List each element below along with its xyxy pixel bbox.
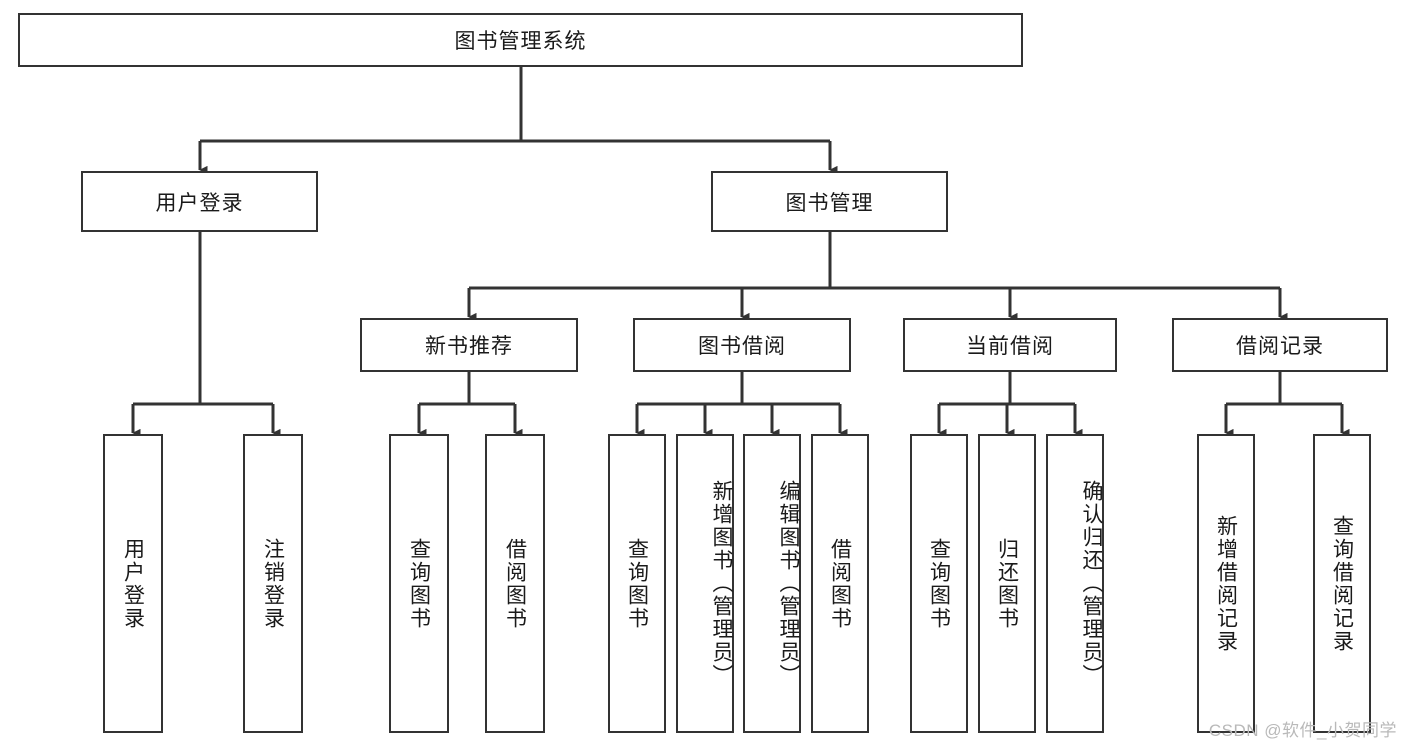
- node-leaf-query-book-1[interactable]: 查询图书: [389, 434, 449, 733]
- node-label: 查询图书: [625, 537, 649, 630]
- node-leaf-borrow-book-2[interactable]: 借阅图书: [811, 434, 869, 733]
- node-leaf-query-record[interactable]: 查询借阅记录: [1313, 434, 1371, 733]
- node-label: 新增借阅记录: [1214, 514, 1238, 653]
- node-label: 借阅图书: [828, 537, 852, 630]
- watermark-text: CSDN @软件_小贺同学: [1208, 721, 1397, 740]
- node-label: 查询借阅记录: [1330, 514, 1354, 653]
- node-label: 查询图书: [927, 537, 951, 630]
- node-label: 图书管理: [785, 191, 874, 215]
- node-leaf-borrow-book-1[interactable]: 借阅图书: [485, 434, 545, 733]
- node-label: 图书管理系统: [454, 30, 587, 53]
- node-user-login[interactable]: 用户登录: [81, 171, 318, 232]
- node-leaf-query-book-3[interactable]: 查询图书: [910, 434, 968, 733]
- node-current-borrow[interactable]: 当前借阅: [903, 318, 1117, 372]
- node-label: 当前借阅: [966, 335, 1054, 358]
- node-label: 查询图书: [407, 537, 431, 630]
- node-label: 用户登录: [155, 191, 244, 215]
- node-leaf-add-record[interactable]: 新增借阅记录: [1197, 434, 1255, 733]
- node-root[interactable]: 图书管理系统: [18, 13, 1023, 67]
- node-leaf-add-book[interactable]: 新增图书（管理员）: [676, 434, 734, 733]
- node-label: 归还图书: [995, 537, 1019, 630]
- node-label: 图书借阅: [698, 335, 786, 358]
- node-label: 确认归还（管理员）: [1080, 480, 1103, 687]
- node-label: 用户登录: [121, 537, 145, 630]
- node-leaf-edit-book[interactable]: 编辑图书（管理员）: [743, 434, 801, 733]
- node-leaf-query-book-2[interactable]: 查询图书: [608, 434, 666, 733]
- node-leaf-user-login[interactable]: 用户登录: [103, 434, 163, 733]
- node-book-borrow[interactable]: 图书借阅: [633, 318, 851, 372]
- node-label: 借阅图书: [503, 537, 527, 630]
- node-book-manage[interactable]: 图书管理: [711, 171, 948, 232]
- node-label: 新增图书（管理员）: [710, 480, 733, 687]
- node-new-book-rec[interactable]: 新书推荐: [360, 318, 578, 372]
- node-label: 编辑图书（管理员）: [777, 480, 800, 687]
- node-label: 注销登录: [261, 537, 285, 630]
- node-leaf-return-book[interactable]: 归还图书: [978, 434, 1036, 733]
- node-label: 借阅记录: [1236, 335, 1324, 358]
- node-borrow-record[interactable]: 借阅记录: [1172, 318, 1388, 372]
- node-leaf-confirm-return[interactable]: 确认归还（管理员）: [1046, 434, 1104, 733]
- node-label: 新书推荐: [425, 335, 513, 358]
- node-leaf-logout[interactable]: 注销登录: [243, 434, 303, 733]
